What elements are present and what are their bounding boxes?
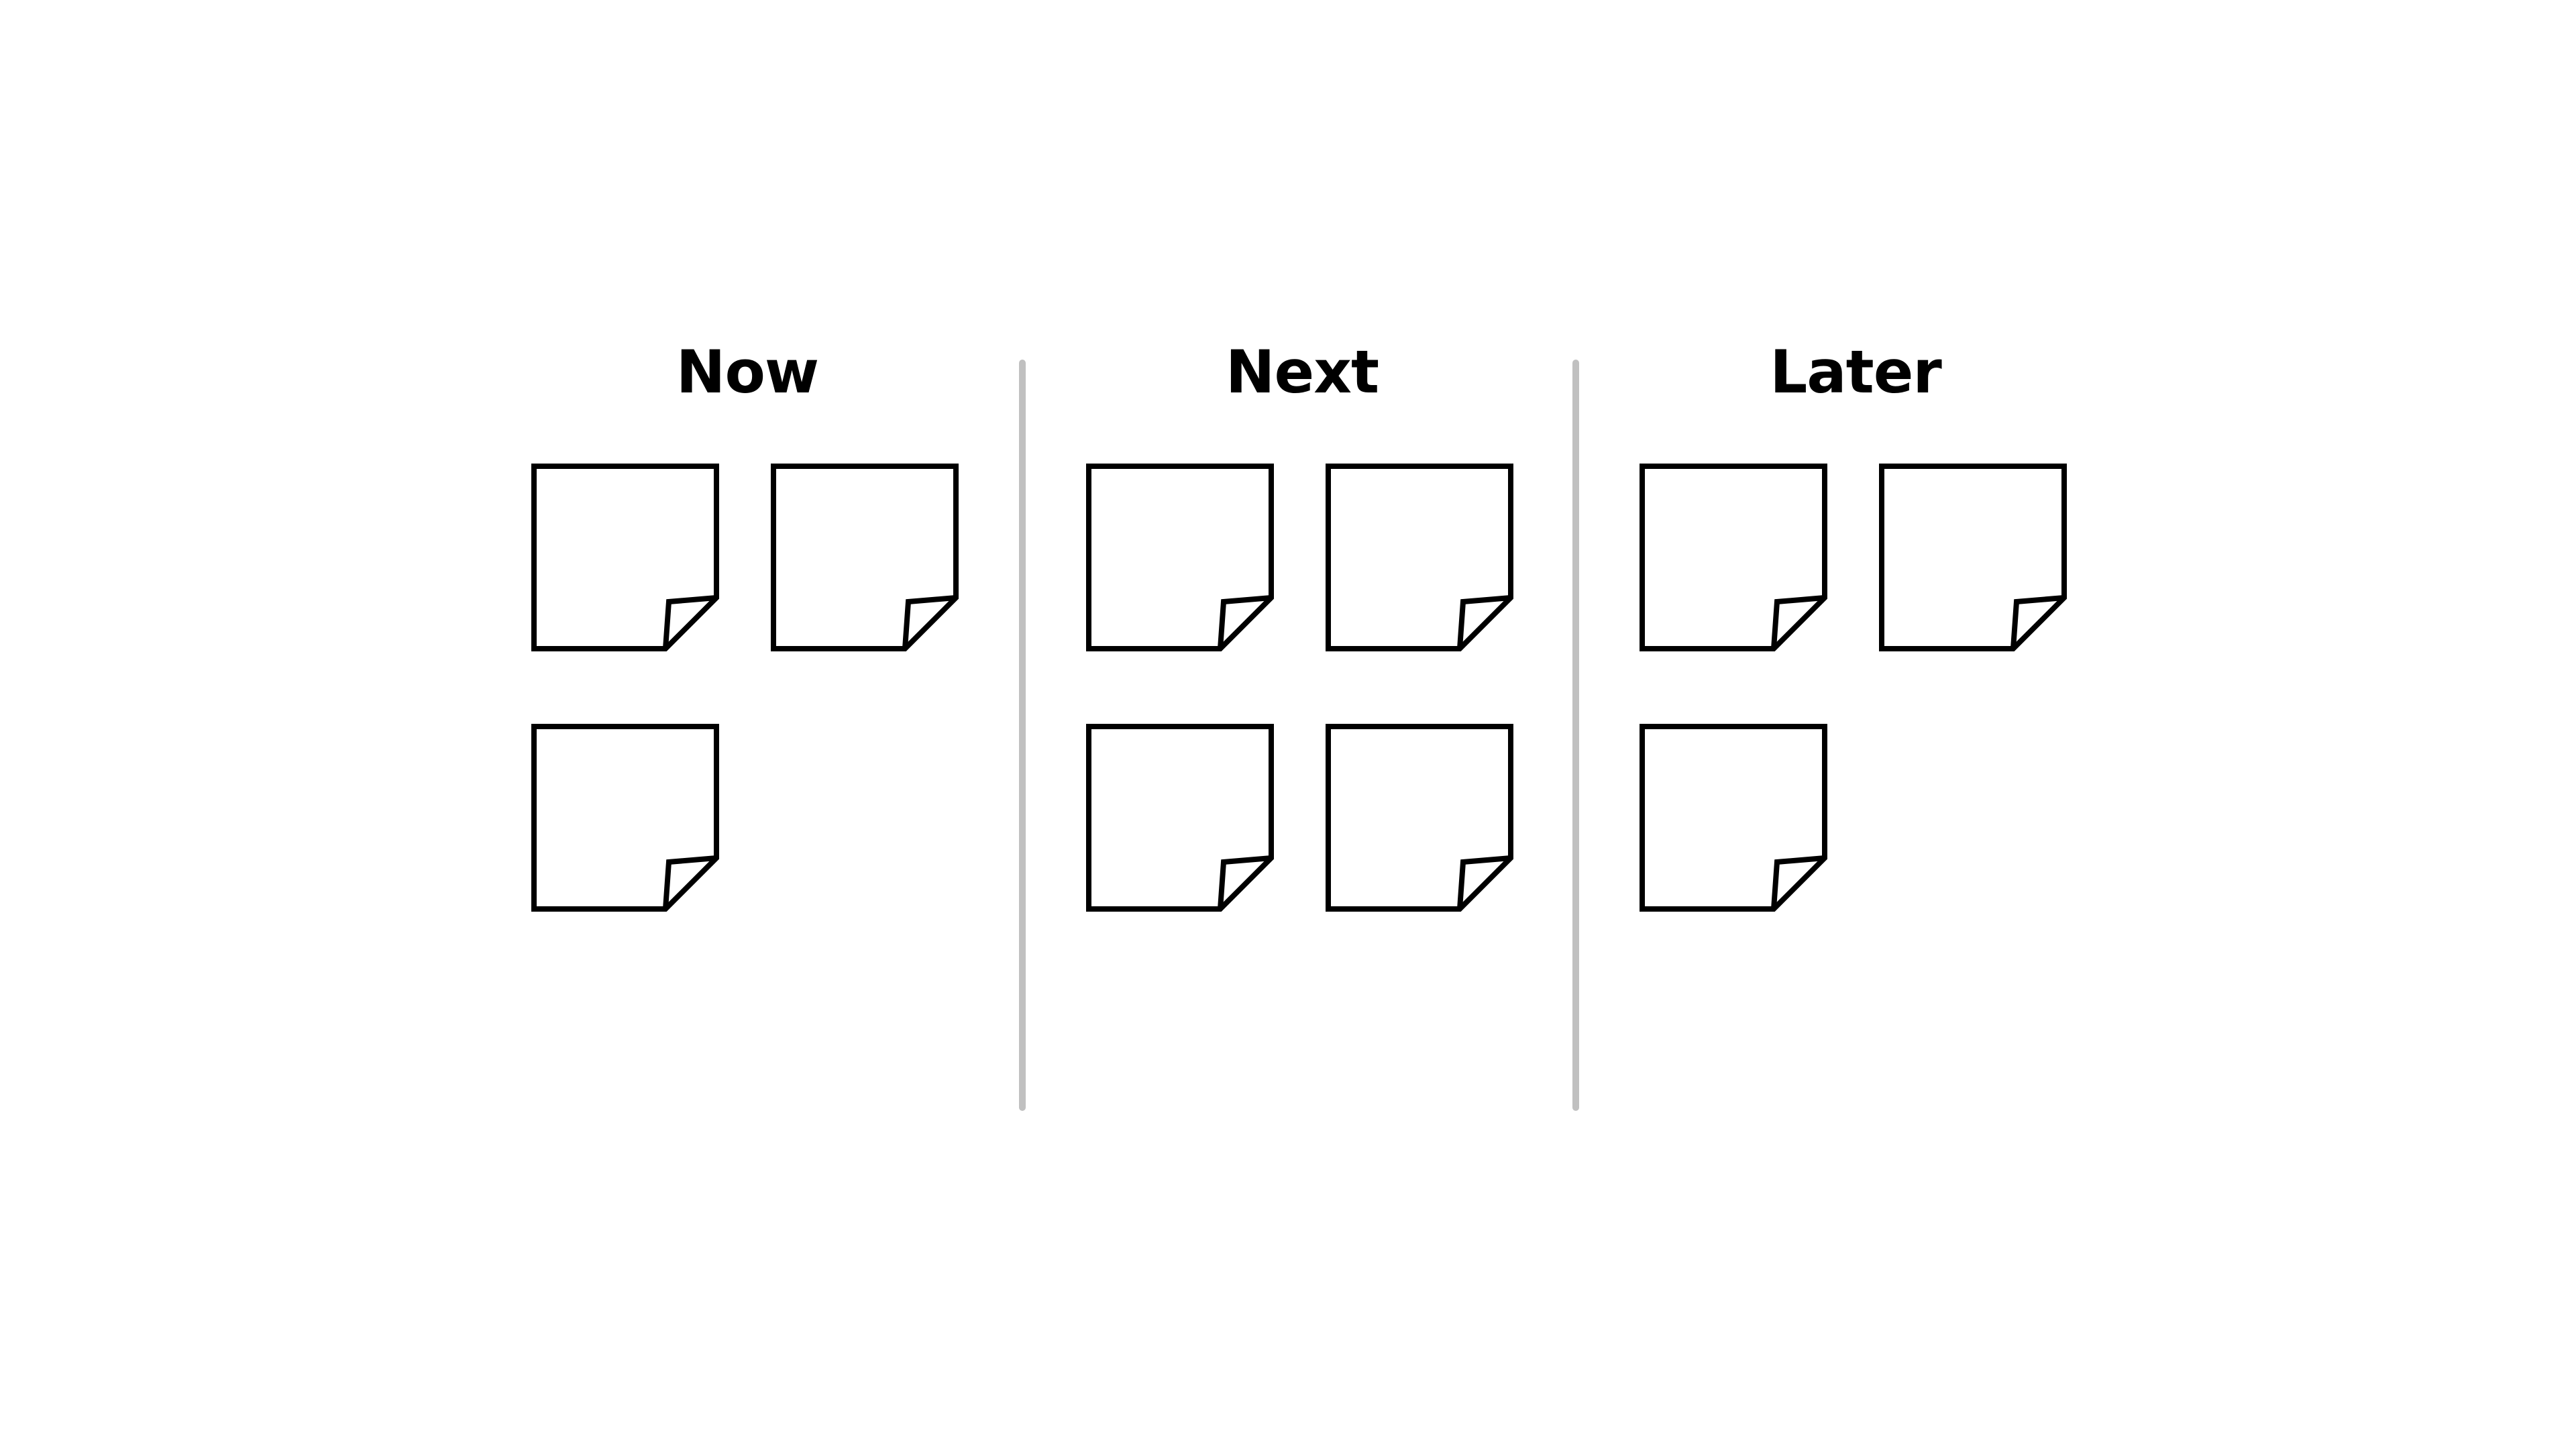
sticky-note xyxy=(1640,724,1827,912)
note-curl xyxy=(902,595,957,649)
sticky-note xyxy=(1879,464,2067,651)
sticky-note xyxy=(1326,724,1513,912)
column-divider-2 xyxy=(1572,360,1579,1111)
note-body xyxy=(1326,724,1513,912)
note-body xyxy=(531,464,719,651)
column-title-next: Next xyxy=(1225,337,1379,407)
note-body xyxy=(1086,724,1274,912)
sticky-note-icon xyxy=(531,724,719,912)
note-curl xyxy=(1218,855,1272,910)
note-curl xyxy=(663,595,717,649)
note-body xyxy=(531,724,719,912)
note-curl xyxy=(1457,595,1511,649)
sticky-note-icon xyxy=(1086,724,1274,912)
sticky-note-icon xyxy=(1086,464,1274,651)
sticky-note xyxy=(1086,464,1274,651)
note-body xyxy=(1640,464,1827,651)
note-curl xyxy=(663,855,717,910)
sticky-note-icon xyxy=(771,464,959,651)
column-title-now: Now xyxy=(676,337,819,407)
note-curl xyxy=(1771,855,1825,910)
sticky-note-icon xyxy=(1879,464,2067,651)
sticky-note-icon xyxy=(1640,464,1827,651)
note-body xyxy=(1326,464,1513,651)
note-curl xyxy=(2010,595,2065,649)
sticky-note xyxy=(531,724,719,912)
note-body xyxy=(1879,464,2067,651)
note-curl xyxy=(1771,595,1825,649)
sticky-note-icon xyxy=(1640,724,1827,912)
column-next: Next xyxy=(1086,0,1518,1449)
note-body xyxy=(1086,464,1274,651)
sticky-note-icon xyxy=(531,464,719,651)
sticky-note xyxy=(771,464,959,651)
sticky-note xyxy=(531,464,719,651)
sticky-note-icon xyxy=(1326,464,1513,651)
column-divider-1 xyxy=(1019,360,1026,1111)
sticky-note xyxy=(1086,724,1274,912)
note-curl xyxy=(1457,855,1511,910)
sticky-note xyxy=(1326,464,1513,651)
sticky-note-icon xyxy=(1326,724,1513,912)
sticky-note xyxy=(1640,464,1827,651)
column-now: Now xyxy=(531,0,963,1449)
note-body xyxy=(1640,724,1827,912)
note-body xyxy=(771,464,959,651)
column-title-later: Later xyxy=(1770,337,1942,407)
note-curl xyxy=(1218,595,1272,649)
column-later: Later xyxy=(1640,0,2072,1449)
